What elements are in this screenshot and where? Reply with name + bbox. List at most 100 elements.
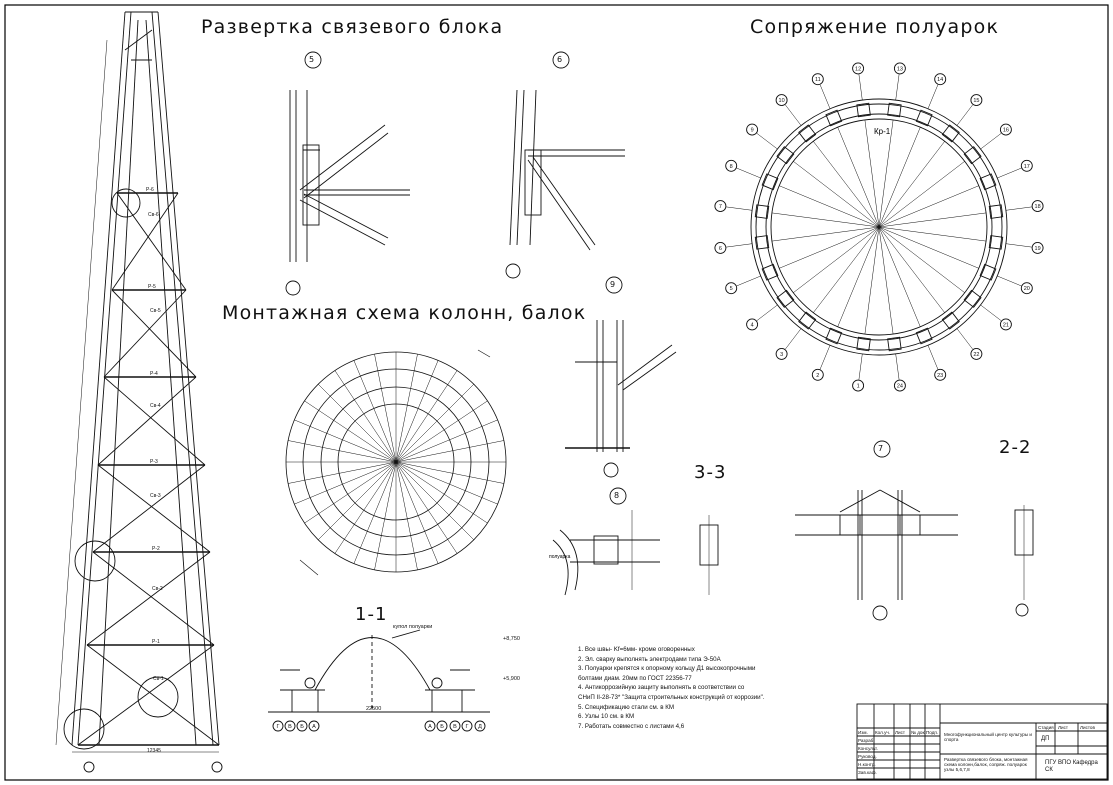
leader-line	[927, 345, 939, 370]
half-arch-connection	[754, 235, 770, 250]
axis-marker-circle	[725, 159, 738, 172]
radial-line	[334, 461, 397, 554]
leader-line	[736, 167, 761, 179]
svg-text:Св-2: Св-2	[152, 586, 163, 592]
ring-axis-number: 4	[751, 322, 754, 328]
elevation-top: +8,750	[503, 636, 520, 642]
half-arch-connection	[915, 109, 933, 127]
radial-line	[771, 212, 880, 228]
span-dimension: 22500	[366, 706, 381, 712]
half-arch-connection	[776, 289, 795, 308]
node-7-detail	[795, 440, 1034, 621]
radial-line	[288, 440, 397, 463]
leader-line	[736, 275, 761, 287]
half-arch-connection	[941, 311, 960, 330]
radial-line	[294, 461, 397, 505]
title-block-sheet-description: Развертка связевого блока, монтажная схе…	[944, 757, 1028, 772]
axis-marker-circle	[775, 94, 788, 107]
node-7-marker: 7	[878, 444, 884, 453]
radial-line	[878, 226, 979, 269]
leader-line	[980, 133, 1002, 150]
svg-text:Р-2: Р-2	[152, 546, 160, 552]
leader-line	[785, 328, 802, 350]
elevation-mid: +5,900	[503, 676, 520, 682]
half-arch-connection	[941, 124, 960, 143]
note-line: 5. Спецификацию стали см. в КМ	[578, 703, 674, 711]
note-line: 7. Работать совместно с листами 4,6	[578, 722, 685, 730]
radial-line	[878, 226, 965, 293]
half-arch-connection	[856, 102, 871, 118]
radial-line	[374, 461, 397, 570]
leader-line	[785, 104, 802, 126]
tb-role: Н.контр.	[858, 762, 876, 767]
axis-label: Г	[466, 724, 469, 730]
radial-line	[864, 226, 880, 335]
radial-line	[878, 226, 894, 335]
axis-marker-circle	[1031, 200, 1044, 213]
radial-line	[374, 354, 397, 463]
radial-line	[771, 226, 880, 242]
axis-marker-circle	[1020, 282, 1033, 295]
bracing-block-title: Развертка связевого блока	[201, 16, 504, 38]
ring-axis-number: 23	[937, 373, 943, 379]
columns-beams-radial-plan	[285, 349, 507, 576]
general-notes: 1. Все швы- Kf=6мм- кроме оговоренных 2.…	[578, 645, 868, 731]
ring-axis-number: 11	[815, 77, 821, 83]
half-arch-connection	[761, 173, 779, 191]
tb-role: Руковод.	[858, 754, 877, 759]
leader-line	[726, 243, 753, 248]
tb-row-header: Кол.уч.	[875, 730, 891, 735]
leader-line	[927, 84, 939, 109]
leader-line	[858, 353, 863, 380]
svg-text:Р-1: Р-1	[152, 639, 160, 645]
axis-label: В	[288, 724, 292, 730]
leader-line	[956, 328, 973, 350]
tb-row-header: № док.	[911, 730, 926, 735]
note-line: 6. Узлы 10 см. в КМ	[578, 713, 635, 721]
tower-base-dimension: 12345	[147, 748, 161, 754]
radial-line	[395, 384, 474, 463]
radial-line	[395, 461, 418, 570]
ring-axis-number: 19	[1035, 246, 1041, 252]
tb-row-header: Лист	[895, 730, 905, 735]
axis-marker-circle	[714, 200, 727, 213]
leader-line	[726, 206, 753, 211]
axis-marker-circle	[934, 73, 947, 86]
radial-line	[304, 400, 397, 463]
tb-role: Зав.каф.	[858, 770, 877, 775]
ring-axis-number: 12	[855, 66, 861, 72]
leader-line	[819, 345, 831, 370]
note-line: СНиП II-28-73* "Защита строительных конс…	[578, 693, 765, 701]
node-9-marker: 9	[610, 280, 616, 289]
tb-role: Консульт.	[858, 746, 878, 751]
tower-labels: Р-6Св-6 Р-5Св-5 Р-4Св-4 Р-3Св-3 Р-2Св-2 …	[146, 187, 164, 754]
half-arch-connection	[979, 263, 997, 281]
radial-line	[793, 226, 880, 293]
axis-marker-circle	[934, 368, 947, 381]
half-arch-connection	[988, 204, 1004, 219]
axis-marker-circle	[999, 123, 1012, 136]
sheet-frame	[4, 4, 1109, 781]
ring-axis-number: 20	[1024, 286, 1030, 292]
radial-line	[395, 461, 504, 484]
note-line: 4. Антикоррозийную защиту выполнять в со…	[578, 684, 745, 692]
note-line: 3. Полуарки крепятся к опорному кольцу Д…	[578, 665, 756, 673]
radial-line	[318, 384, 397, 463]
radial-line	[353, 461, 397, 564]
note-line: 1. Все швы- Kf=6мм- кроме оговоренных	[578, 646, 695, 653]
leader-line	[997, 275, 1022, 287]
columns-scheme-title: Монтажная схема колонн, балок	[222, 302, 587, 324]
radial-line	[837, 226, 880, 327]
svg-text:Р-3: Р-3	[150, 459, 158, 465]
ring-axis-number: 6	[719, 246, 722, 252]
radial-line	[288, 461, 397, 484]
axis-marker-circle	[852, 62, 865, 75]
svg-text:Св-3: Св-3	[150, 493, 161, 499]
section-1-1-drawing	[268, 629, 490, 732]
axis-marker-circle	[775, 347, 788, 360]
title-block-group: ПГУ ВПО Кафедра СК	[1045, 760, 1098, 773]
half-arch-connection	[979, 173, 997, 191]
axis-marker-circle	[893, 379, 906, 392]
svg-text:Св-1: Св-1	[153, 676, 164, 682]
